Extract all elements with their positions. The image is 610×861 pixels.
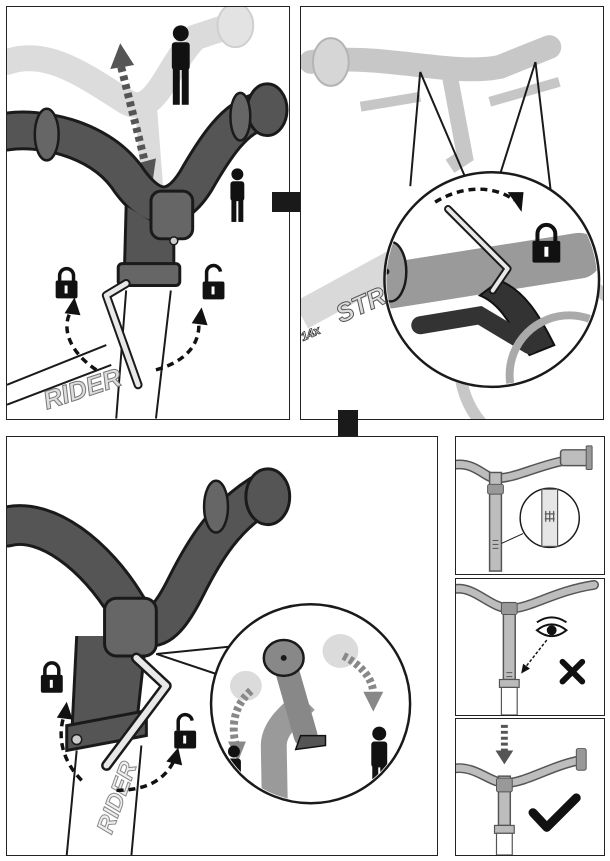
lock-icon bbox=[532, 222, 561, 263]
step-1-loosen-clamp-panel: RIDER bbox=[6, 6, 290, 420]
push-down-arrow bbox=[495, 724, 514, 765]
insertion-mark-illustration bbox=[456, 445, 593, 572]
step-3-illustration: RIDER bbox=[7, 467, 412, 855]
person-tall-icon bbox=[171, 25, 190, 105]
hex-key-icon bbox=[101, 652, 172, 771]
rotate-arrow bbox=[56, 701, 183, 793]
frame-decal: RIDER bbox=[40, 364, 125, 416]
rotate-arrow bbox=[64, 297, 208, 372]
zoom-detail-circle bbox=[209, 602, 412, 805]
step-2-illustration: 14x STR bbox=[301, 35, 603, 419]
correct-height-illustration bbox=[456, 724, 587, 855]
incorrect-height-panel bbox=[455, 578, 605, 716]
handlebar bbox=[7, 82, 289, 287]
frame-decal: RIDER bbox=[92, 757, 143, 837]
hex-key-icon bbox=[444, 205, 512, 295]
step-1-illustration: RIDER bbox=[7, 7, 289, 419]
step-2-brake-lever-panel: 14x STR bbox=[300, 6, 604, 420]
hex-key-icon bbox=[101, 279, 143, 390]
lock-icon bbox=[40, 661, 63, 693]
person-short-icon bbox=[230, 168, 245, 222]
person-tall-icon bbox=[371, 726, 388, 801]
unlock-icon bbox=[202, 263, 225, 300]
eye-icon bbox=[535, 616, 569, 638]
unlock-icon bbox=[174, 712, 197, 749]
frame-decal-model: 14x bbox=[301, 322, 324, 343]
callout-pointer bbox=[409, 61, 553, 197]
rotate-arrow bbox=[434, 187, 524, 213]
step-3-tighten-clamp-panel: RIDER bbox=[6, 436, 438, 856]
check-mark-icon bbox=[528, 793, 581, 832]
handlebar bbox=[7, 467, 292, 753]
correct-height-panel bbox=[455, 718, 605, 856]
x-mark-icon bbox=[559, 658, 586, 685]
bike-frame: RIDER bbox=[7, 290, 172, 419]
lock-icon bbox=[55, 266, 78, 299]
insertion-mark-panel bbox=[455, 436, 605, 575]
incorrect-height-illustration bbox=[456, 579, 599, 715]
